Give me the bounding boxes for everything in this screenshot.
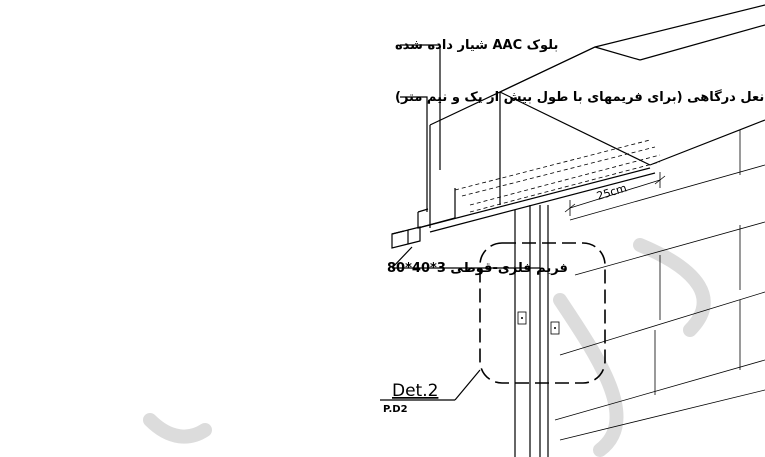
dimension-25cm: 25cm <box>564 172 666 216</box>
leader-frame-box: فریم فلزی-قوطی 3*40*80 <box>387 246 568 276</box>
aac-block-label: بلوک AAC شیار داده شده <box>395 38 558 53</box>
metal-post <box>514 205 560 457</box>
watermark <box>143 238 711 457</box>
leader-aac-block: بلوک AAC شیار داده شده <box>395 38 558 170</box>
leader-lintel: نعل درگاهی (برای فریمهای با طول بیش از ی… <box>395 89 764 212</box>
frame-box-end <box>391 226 421 249</box>
block-wall <box>429 4 765 441</box>
lintel-angle <box>417 139 661 233</box>
detail-sheet: P.D2 <box>383 404 408 415</box>
dimension-label: 25cm <box>595 181 628 202</box>
lintel-label: نعل درگاهی (برای فریمهای با طول بیش از ی… <box>395 89 764 105</box>
detail-title: Det.2 <box>392 381 438 401</box>
detail-callout: Det.2 P.D2 <box>380 242 606 415</box>
